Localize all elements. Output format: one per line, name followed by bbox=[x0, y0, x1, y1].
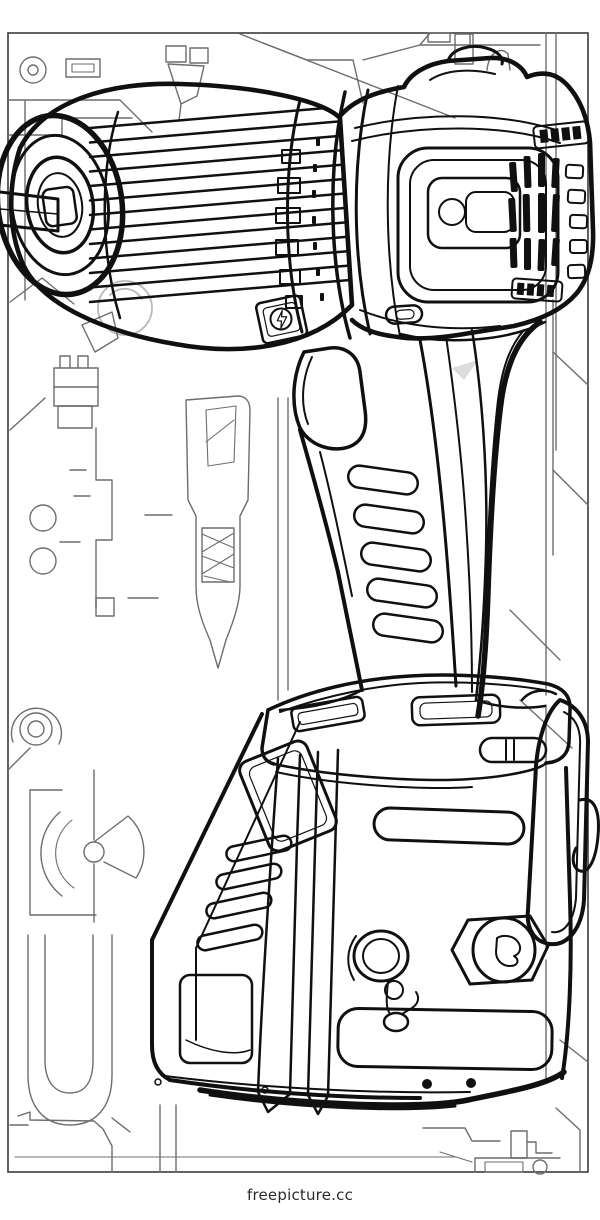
chuck-ridges bbox=[88, 104, 352, 304]
battery-straps bbox=[256, 748, 340, 1116]
artifact-triangle bbox=[452, 360, 478, 380]
trigger bbox=[292, 346, 368, 451]
battery-side-slot bbox=[372, 806, 526, 846]
battery-window bbox=[238, 739, 338, 853]
grip-pads bbox=[346, 464, 445, 644]
background-circuit bbox=[7, 32, 589, 1175]
handle bbox=[278, 319, 547, 719]
chuck-body bbox=[8, 81, 355, 352]
label-plate bbox=[426, 176, 522, 250]
border-frame bbox=[7, 32, 589, 1173]
contact-dot bbox=[422, 1079, 432, 1089]
motor-housing bbox=[337, 45, 596, 342]
battery-collar bbox=[260, 673, 572, 789]
bolt-icon bbox=[276, 309, 288, 329]
led-plate bbox=[255, 294, 309, 345]
battery-cylinder bbox=[347, 929, 410, 1000]
chuck-face bbox=[0, 112, 126, 298]
belt-clip bbox=[520, 689, 600, 947]
contact-dot bbox=[466, 1078, 476, 1088]
battery-bottom-slot bbox=[336, 1006, 554, 1072]
battery-lever bbox=[382, 981, 420, 1033]
body-button bbox=[384, 304, 424, 325]
vent-side-tabs bbox=[564, 163, 589, 280]
collar-dash-marks bbox=[312, 138, 324, 301]
hex-knob bbox=[450, 914, 550, 986]
vent-row-top bbox=[532, 120, 590, 150]
collar-slot-left bbox=[290, 695, 366, 733]
watermark-text: freepicture.cc bbox=[246, 1186, 354, 1204]
air-vents bbox=[508, 153, 560, 272]
battery-bottom-lip bbox=[197, 1069, 567, 1108]
drill-illustration bbox=[0, 45, 600, 1116]
battery-release-button bbox=[478, 736, 548, 764]
collar-slot-right bbox=[410, 693, 502, 727]
torque-collar bbox=[275, 90, 352, 340]
battery-pack bbox=[150, 712, 573, 1116]
vent-row-bottom bbox=[510, 277, 564, 303]
direction-switch bbox=[446, 45, 504, 66]
battery-ribs bbox=[196, 834, 293, 952]
battery-left-box bbox=[178, 973, 254, 1065]
